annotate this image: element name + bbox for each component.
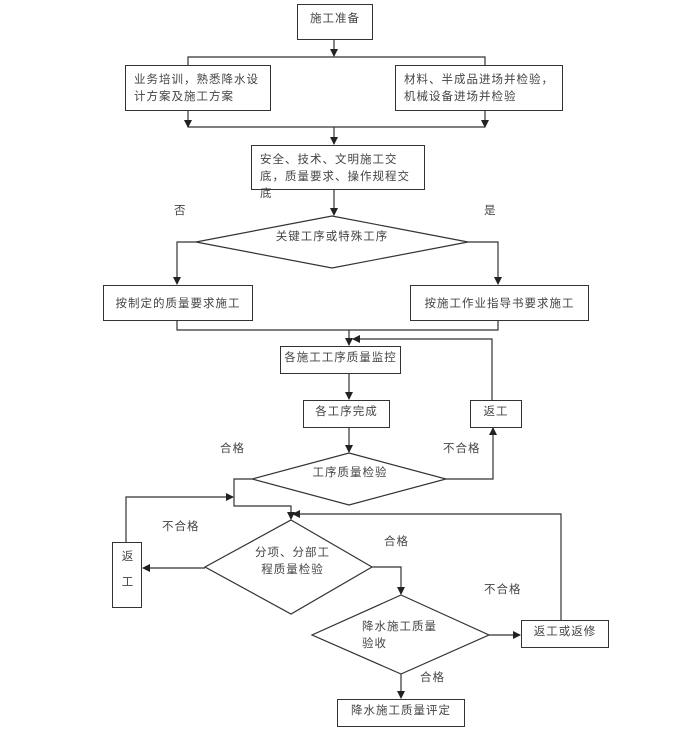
connector-rework1-return <box>352 335 493 400</box>
node-rework-repair: 返工或返修 <box>521 620 609 648</box>
connector-bottom-merge <box>176 320 499 331</box>
connector-pass-to-acceptance <box>372 566 405 595</box>
node-monitoring: 各施工工序质量监控 <box>280 346 401 374</box>
decision-key-process-text: 关键工序或特殊工序 <box>275 229 389 243</box>
node-training: 业务培训，熟悉降水设计方案及施工方案 <box>125 65 271 111</box>
connector-repair-return <box>292 510 562 620</box>
node-monitoring-text: 各施工工序质量监控 <box>284 350 397 364</box>
decision-key-process-shape <box>195 215 469 269</box>
node-materials: 材料、半成品进场并检验，机械设备进场并检验 <box>395 65 563 111</box>
decision-process-inspection-shape <box>249 452 449 506</box>
connector-no-branch <box>173 241 196 285</box>
node-start-text: 施工准备 <box>310 11 360 25</box>
connector-fail-to-rework1 <box>446 427 497 480</box>
connector-yes-branch <box>468 241 502 285</box>
label-fail-1: 不合格 <box>443 441 481 455</box>
node-training-text: 业务培训，熟悉降水设计方案及施工方案 <box>134 72 259 103</box>
decision-acceptance-text: 降水施工质量验收 <box>362 619 437 650</box>
label-fail-3: 不合格 <box>484 582 522 596</box>
node-briefing-text: 安全、技术、文明施工交底，质量要求、操作规程交底 <box>260 152 410 200</box>
label-pass-1: 合格 <box>220 441 245 455</box>
node-evaluation: 降水施工质量评定 <box>337 699 465 727</box>
label-yes: 是 <box>484 203 497 217</box>
node-rework-repair-text: 返工或返修 <box>533 624 597 638</box>
node-briefing: 安全、技术、文明施工交底，质量要求、操作规程交底 <box>251 145 425 200</box>
node-evaluation-text: 降水施工质量评定 <box>351 703 451 717</box>
node-normal-construction: 按制定的质量要求施工 <box>103 285 253 321</box>
connector-pass-down <box>233 478 295 520</box>
decision-sub-inspection-shape <box>203 519 374 615</box>
node-rework-1-text: 返工 <box>483 404 509 418</box>
node-rework-2-text: 返工 <box>120 549 135 601</box>
decision-process-inspection-text: 工序质量检验 <box>312 465 388 479</box>
node-materials-text: 材料、半成品进场并检验，机械设备进场并检验 <box>404 72 554 103</box>
node-normal-construction-text: 按制定的质量要求施工 <box>115 295 241 310</box>
node-rework-1: 返工 <box>470 400 522 428</box>
node-guided-construction-text: 按施工作业指导书要求施工 <box>424 295 575 310</box>
decision-sub-inspection-text: 分项、分部工程质量检验 <box>255 545 330 576</box>
label-fail-2: 不合格 <box>162 519 200 533</box>
node-process-complete: 各工序完成 <box>303 400 390 428</box>
node-guided-construction: 按施工作业指导书要求施工 <box>410 285 589 321</box>
node-rework-2: 返工 <box>112 542 142 608</box>
connector-top-split <box>187 56 486 65</box>
label-no: 否 <box>174 203 187 217</box>
label-pass-2: 合格 <box>384 534 409 548</box>
node-start: 施工准备 <box>297 4 373 40</box>
node-process-complete-text: 各工序完成 <box>315 404 378 418</box>
connector-rework2-return <box>125 493 234 542</box>
label-pass-3: 合格 <box>420 670 445 684</box>
